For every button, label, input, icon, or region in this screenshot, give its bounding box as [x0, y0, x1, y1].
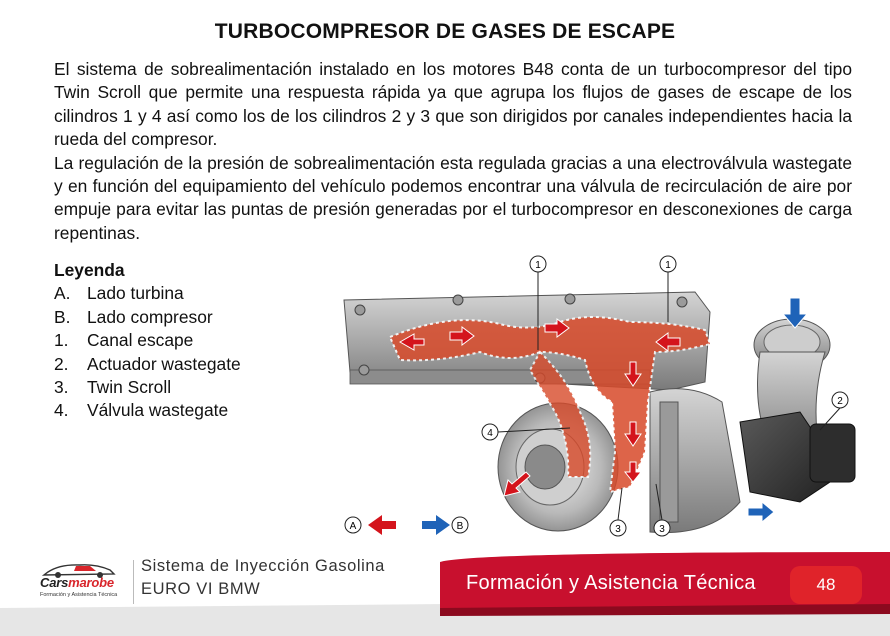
footer-band: [0, 552, 890, 636]
legend-item: B. Lado compresor: [54, 306, 241, 329]
logo-brand: Cars: [40, 575, 69, 590]
exhaust-channels: [388, 316, 712, 494]
legend-title: Leyenda: [54, 260, 125, 280]
legend-key: A.: [54, 283, 71, 304]
legend-label: Canal escape: [87, 330, 194, 351]
carsmarobe-logo-graphic: [41, 564, 116, 578]
legend: Leyenda A. Lado turbina B. Lado compresor …: [54, 259, 241, 423]
legend-label: Válvula wastegate: [87, 400, 229, 421]
footer-system-line1: Sistema de Inyección Gasolina: [141, 557, 385, 575]
footer-divider: [133, 560, 134, 604]
callout-3: 3: [659, 524, 665, 535]
logo-tagline: Formación y Asistencia Técnica: [40, 592, 118, 598]
turbine-housing: [497, 402, 619, 532]
callouts: 1 1 2 3 3 4: [481, 255, 849, 537]
page-number: 48: [790, 566, 862, 604]
legend-item: 4. Válvula wastegate: [54, 399, 241, 422]
legend-item: 2. Actuador wastegate: [54, 353, 241, 376]
legend-key: 1.: [54, 330, 69, 351]
wastegate-actuator: [739, 411, 856, 503]
legend-key: B.: [54, 306, 71, 327]
legend-item: A. Lado turbina: [54, 282, 241, 305]
page-title: TURBOCOMPRESOR DE GASES DE ESCAPE: [214, 20, 676, 43]
callout-1: 1: [665, 260, 671, 271]
paragraph: La regulación de la presión de sobrealim…: [54, 152, 852, 243]
callout-1: 1: [535, 260, 541, 271]
compressor-side-arrow: [422, 515, 450, 535]
legend-key: 4.: [54, 400, 69, 421]
legend-label: Actuador wastegate: [87, 353, 241, 374]
logo-wordmark: Carsmarobe: [40, 575, 114, 590]
legend-label: Lado compresor: [87, 306, 213, 327]
exhaust-flow-arrows: [398, 318, 681, 497]
callout-4: 4: [487, 428, 493, 439]
legend-list: A. Lado turbina B. Lado compresor 1. Canal …: [54, 282, 241, 422]
flow-legend: A B: [344, 515, 469, 535]
legend-item: 3. Twin Scroll: [54, 376, 241, 399]
legend-key: 2.: [54, 353, 69, 374]
callout-b: B: [457, 521, 464, 532]
turbine-side-arrow: [368, 515, 396, 535]
footer-tagline: Formación y Asistencia Técnica: [466, 572, 756, 594]
body-text: El sistema de sobrealimentación instalad…: [54, 58, 852, 245]
turbo-center-section: [649, 388, 741, 534]
callout-3: 3: [615, 524, 621, 535]
turbocharger-illustration: A B 1 1 2 3 3 4: [343, 255, 856, 537]
legend-label: Lado turbina: [87, 283, 184, 304]
paragraph: El sistema de sobrealimentación instalad…: [54, 59, 852, 150]
legend-key: 3.: [54, 377, 69, 398]
callout-a: A: [350, 521, 357, 532]
logo-brand-accent: marobe: [68, 575, 114, 590]
legend-label: Twin Scroll: [87, 377, 172, 398]
legend-item: 1. Canal escape: [54, 329, 241, 352]
footer-system-line2: EURO VI BMW: [141, 580, 261, 598]
callout-b-circle: [451, 516, 469, 534]
intake-flow-arrows: [747, 297, 809, 524]
callout-2: 2: [837, 396, 843, 407]
callout-a-circle: [344, 516, 362, 534]
